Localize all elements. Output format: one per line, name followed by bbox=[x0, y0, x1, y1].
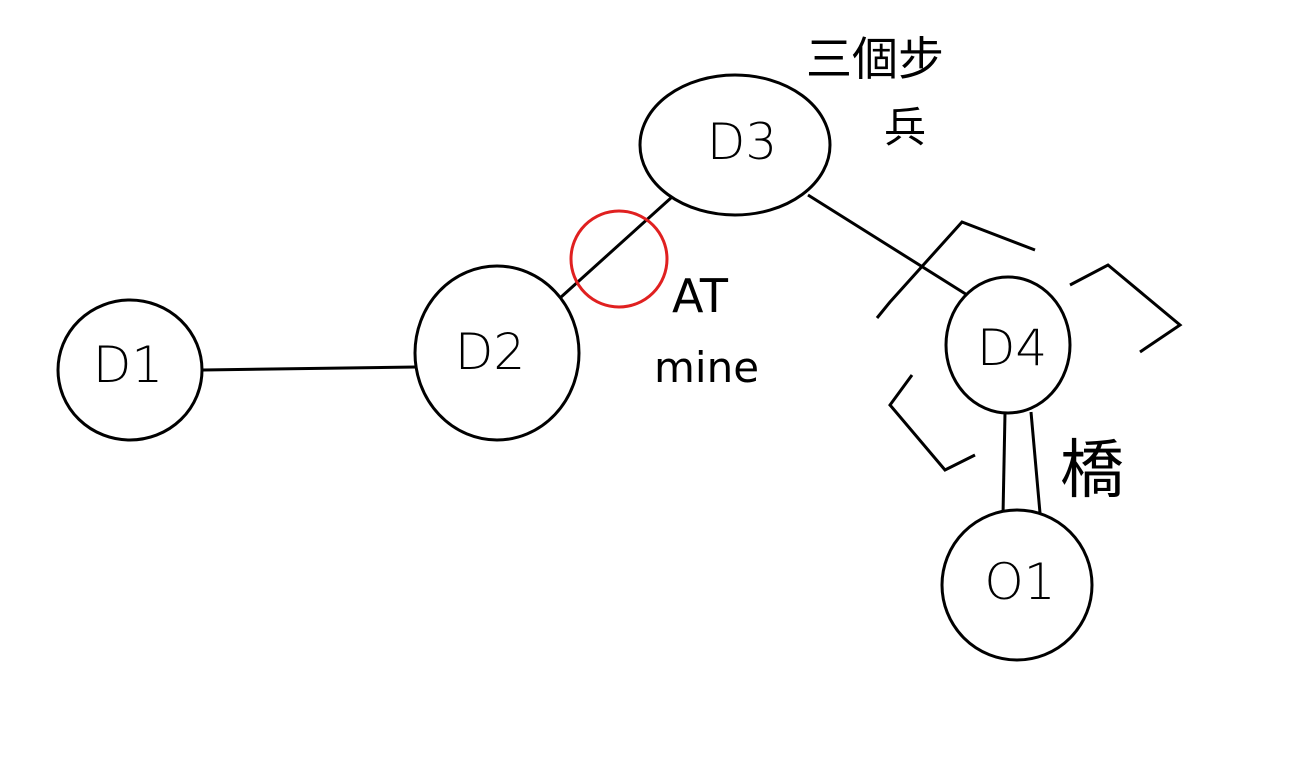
infantry-label-line1: 三個步 bbox=[806, 32, 944, 86]
edge-d3-d4 bbox=[807, 193, 973, 300]
node-d2[interactable]: D2 bbox=[413, 264, 581, 442]
at-mine-label-line2: mine bbox=[654, 343, 759, 392]
node-d1[interactable]: D1 bbox=[56, 298, 204, 442]
at-mine-label-line1: AT bbox=[672, 269, 729, 323]
node-d4-label: D4 bbox=[977, 319, 1047, 377]
edge-d2-d3 bbox=[558, 195, 674, 300]
node-o1-label: O1 bbox=[984, 553, 1055, 611]
node-d1-label: D1 bbox=[93, 336, 163, 394]
edge-d4-o1-bridge-right bbox=[1029, 411, 1042, 514]
node-d3[interactable]: D3 bbox=[638, 73, 832, 217]
bracket-left bbox=[888, 374, 976, 472]
infantry-label-line2: 兵 bbox=[884, 103, 926, 152]
at-mine-marker bbox=[569, 209, 669, 309]
node-d2-label: D2 bbox=[455, 323, 525, 381]
edge-d1-d2 bbox=[202, 365, 417, 372]
bracket-top bbox=[875, 220, 1036, 319]
node-d4[interactable]: D4 bbox=[944, 275, 1072, 415]
bridge-label: 橋 bbox=[1060, 434, 1124, 508]
node-o1[interactable]: O1 bbox=[940, 508, 1094, 662]
edge-d4-o1-bridge-left bbox=[1001, 412, 1007, 516]
node-d3-label: D3 bbox=[707, 113, 777, 171]
bracket-right bbox=[1069, 263, 1183, 354]
